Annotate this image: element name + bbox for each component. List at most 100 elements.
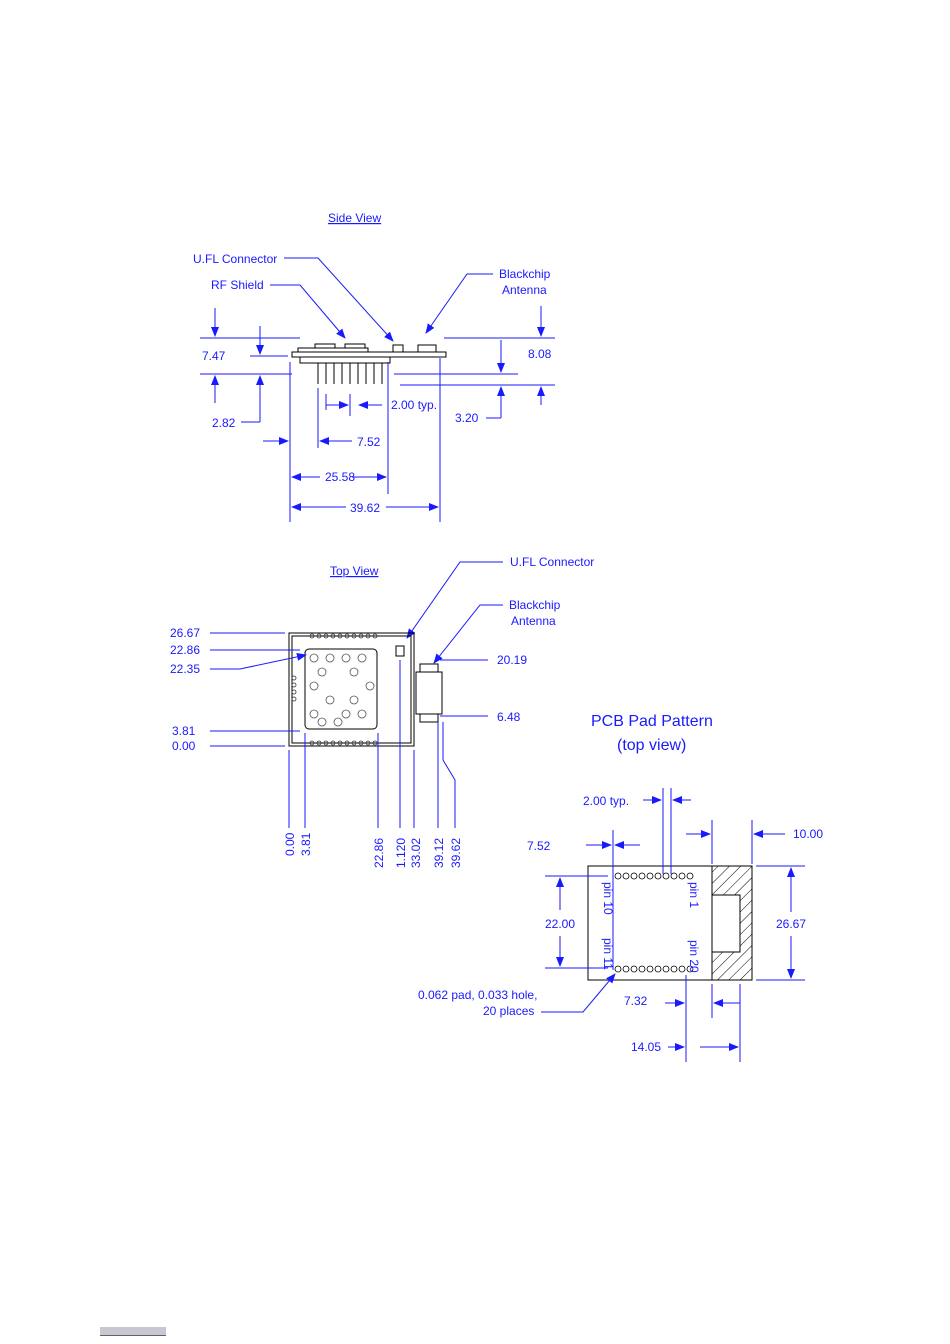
pad <box>614 872 622 880</box>
pad <box>670 872 678 880</box>
pad-pattern-title: PCB Pad Pattern <box>591 713 713 730</box>
pad <box>686 965 694 973</box>
pad-pattern-subtitle: (top view) <box>617 737 686 754</box>
pad-dim-26-67: 26.67 <box>776 917 806 931</box>
pad-dim-14-05: 14.05 <box>631 1040 661 1054</box>
top-bottom-dim-2: 22.86 <box>372 838 386 868</box>
dim-7-52: 7.52 <box>357 435 381 449</box>
side-board-drawing <box>291 343 447 384</box>
pad <box>678 872 686 880</box>
pad <box>622 872 630 880</box>
pad <box>630 872 638 880</box>
pin-hole <box>337 740 343 746</box>
pad <box>614 965 622 973</box>
side-antenna-label-2: Antenna <box>502 283 547 297</box>
dim-2-00-typ: 2.00 typ. <box>391 398 437 412</box>
pin-hole <box>351 740 357 746</box>
top-left-dim-26-67: 26.67 <box>170 626 200 640</box>
shield-hole <box>341 653 351 663</box>
pad <box>638 872 646 880</box>
pin-hole <box>365 633 371 639</box>
shield-hole <box>325 695 335 705</box>
pad-dim-22-00: 22.00 <box>545 917 575 931</box>
pad <box>662 872 670 880</box>
top-left-dim-3-81: 3.81 <box>172 724 196 738</box>
top-bottom-dim-1: 3.81 <box>299 832 313 856</box>
shield-hole <box>349 667 359 677</box>
pin-hole <box>358 740 364 746</box>
top-ufl-label: U.FL Connector <box>510 555 594 569</box>
pad <box>646 965 654 973</box>
top-right-dim-20-19: 20.19 <box>497 653 527 667</box>
pin-hole <box>309 633 315 639</box>
top-left-dim-22-86: 22.86 <box>170 643 200 657</box>
dim-8-08: 8.08 <box>528 347 552 361</box>
pad-dim-2-00-typ: 2.00 typ. <box>583 794 629 808</box>
top-bottom-dim-0: 0.00 <box>283 832 297 856</box>
pad <box>670 965 678 973</box>
shield-hole <box>309 709 319 719</box>
pin-hole <box>291 696 297 702</box>
pad-note-line-1: 0.062 pad, 0.033 hole, <box>418 988 537 1002</box>
dim-7-47: 7.47 <box>202 349 226 363</box>
pin-hole <box>316 740 322 746</box>
top-view-title: Top View <box>330 564 379 578</box>
pin-hole <box>291 689 297 695</box>
pad <box>630 965 638 973</box>
side-view: Side View U.FL Connector RF Shield Black… <box>193 211 555 522</box>
shield-hole <box>341 709 351 719</box>
shield-hole <box>317 667 327 677</box>
pin-hole <box>330 633 336 639</box>
top-antenna-label-1: Blackchip <box>509 598 561 612</box>
pin-hole <box>316 633 322 639</box>
shield-hole <box>309 653 319 663</box>
pcb-pad-pattern: PCB Pad Pattern (top view) pin 1 pin 10 … <box>418 713 823 1062</box>
top-bottom-dim-6: 39.62 <box>449 838 463 868</box>
shield-hole <box>349 695 359 705</box>
side-rf-shield-label: RF Shield <box>211 278 264 292</box>
top-bottom-dim-3: 1.120 <box>394 838 408 868</box>
pad-dim-10-00: 10.00 <box>793 827 823 841</box>
dim-25-58: 25.58 <box>325 470 355 484</box>
top-left-dim-22-35: 22.35 <box>170 662 200 676</box>
pin-hole <box>344 740 350 746</box>
pin-hole <box>337 633 343 639</box>
dim-39-62: 39.62 <box>350 501 380 515</box>
pin-10-label: pin 10 <box>601 882 615 915</box>
top-left-dim-0-00: 0.00 <box>172 739 196 753</box>
shield-hole <box>325 653 335 663</box>
pin-hole <box>323 633 329 639</box>
pad-dim-7-52: 7.52 <box>527 839 551 853</box>
pin-hole <box>372 740 378 746</box>
dim-2-82: 2.82 <box>212 416 236 430</box>
dim-3-20: 3.20 <box>455 411 479 425</box>
footer-bar <box>100 1327 166 1336</box>
side-ufl-label: U.FL Connector <box>193 252 277 266</box>
pad-dim-7-32: 7.32 <box>624 994 648 1008</box>
pad-note-line-2: 20 places <box>483 1004 534 1018</box>
pin-20-label: pin 20 <box>687 940 701 973</box>
pin-hole <box>291 675 297 681</box>
pin-hole <box>291 682 297 688</box>
pin-hole <box>351 633 357 639</box>
pad <box>686 872 694 880</box>
shield-hole <box>365 681 375 691</box>
top-bottom-dim-5: 39.12 <box>432 838 446 868</box>
top-view: Top View U.FL Connector Blackchip Antenn… <box>170 555 594 868</box>
pad <box>638 965 646 973</box>
top-antenna-label-2: Antenna <box>511 614 556 628</box>
pin-hole <box>365 740 371 746</box>
pin-hole <box>323 740 329 746</box>
pad <box>654 965 662 973</box>
pin-hole <box>372 633 378 639</box>
shield-hole <box>357 709 367 719</box>
pin-hole <box>358 633 364 639</box>
shield-hole <box>317 717 327 727</box>
pad <box>654 872 662 880</box>
pin-1-label: pin 1 <box>687 882 701 908</box>
pin-hole <box>344 633 350 639</box>
shield-hole <box>333 717 343 727</box>
pad <box>646 872 654 880</box>
pad <box>662 965 670 973</box>
